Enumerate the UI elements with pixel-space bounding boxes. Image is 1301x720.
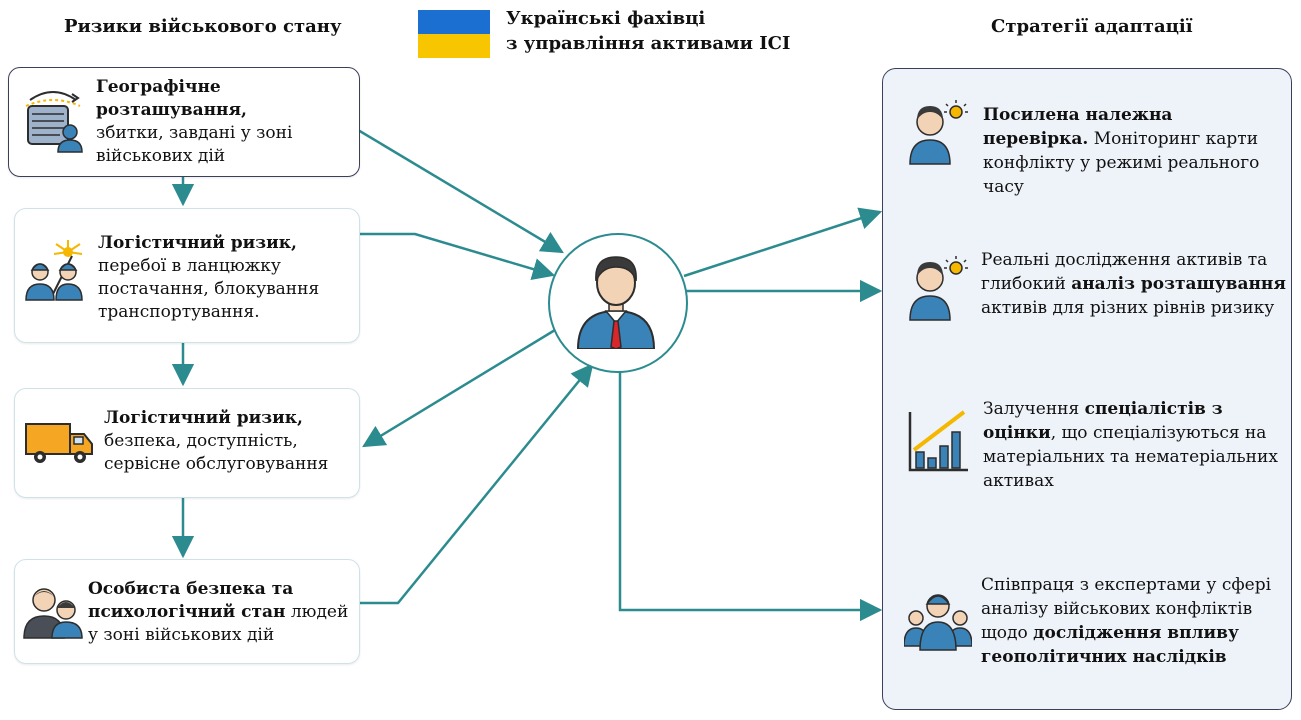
strategies-panel — [882, 68, 1292, 710]
people-icon — [23, 588, 83, 639]
person-idea-icon — [909, 100, 968, 165]
strategy-normal: Моніторинг карти конфлікту у режимі реал… — [983, 129, 1260, 197]
arrow-risk4-center — [358, 363, 594, 605]
businessman-icon — [576, 256, 656, 349]
risk-bold: Логістичний ризик, — [98, 233, 297, 253]
strategy-normal: активів для різних рівнів ризику — [981, 298, 1275, 318]
strategy-normal: Реальні дослідження активів та глибокий — [981, 250, 1268, 294]
center-title-line1: Українські фахівці — [506, 8, 706, 29]
strategy-bold: Посилена належна перевірка. — [983, 105, 1173, 149]
strategy-text-experts: Залучення спеціалістів з оцінки, що спец… — [983, 397, 1278, 493]
arrow-risk1-center — [357, 128, 564, 254]
risk-bold: Географічне розташування, — [96, 77, 247, 120]
team-icon — [904, 594, 972, 651]
risk-rest: перебої в ланцюжку постачання, блокуванн… — [98, 256, 320, 322]
arrow-risk2-center — [358, 232, 556, 281]
strategy-bold: дослідження впливу геополітичних наслідк… — [981, 623, 1239, 667]
risk-text-geographic: Географічне розташування, збитки, завдан… — [96, 76, 296, 168]
left-heading: Ризики військового стану — [64, 16, 342, 37]
risk-rest: безпека, доступність, сервісне обслугову… — [104, 431, 329, 474]
chart-growth-icon — [908, 410, 968, 472]
risk-text-logistics-security: Логістичний ризик, безпека, доступність,… — [104, 407, 344, 476]
workers-icon — [25, 240, 83, 301]
arrow-center-strategy1 — [683, 207, 883, 278]
strategy-text-asset-analysis: Реальні дослідження активів та глибокий … — [981, 248, 1286, 320]
strategy-bold: спеціалістів з оцінки — [983, 399, 1223, 443]
strategy-normal: Співпраця з експертами у сфері аналізу в… — [981, 575, 1272, 643]
arrow-center-risk3 — [362, 328, 556, 448]
risk-bold: Логістичний ризик, — [104, 408, 303, 428]
truck-icon — [25, 423, 93, 463]
person-idea-icon — [909, 256, 968, 321]
map-pin-person-icon — [25, 91, 83, 153]
strategy-text-cooperation: Співпраця з експертами у сфері аналізу в… — [981, 573, 1281, 669]
center-title-line2: з управління активами ICI — [506, 33, 791, 54]
strategy-normal: , що спеціалізуються на матеріальних та … — [983, 423, 1278, 491]
ukraine-flag-icon — [418, 10, 490, 58]
strategy-normal: Залучення — [983, 399, 1085, 419]
strategy-text-due-diligence: Посилена належна перевірка. Моніторинг к… — [983, 103, 1283, 199]
risk-text-logistics-supply: Логістичний ризик, перебої в ланцюжку по… — [98, 232, 328, 324]
risk-bold: Особиста безпека та психологічний стан — [88, 579, 294, 622]
arrow-center-strategy4 — [618, 369, 883, 622]
strategy-bold: аналіз розташування — [1071, 274, 1286, 294]
risk-text-personal-safety: Особиста безпека та психологічний стан л… — [88, 578, 356, 647]
risk-rest: людей у зоні військових дій — [88, 602, 349, 645]
risk-rest: збитки, завдані у зоні військових дій — [96, 123, 293, 166]
right-heading: Стратегії адаптації — [991, 16, 1193, 37]
